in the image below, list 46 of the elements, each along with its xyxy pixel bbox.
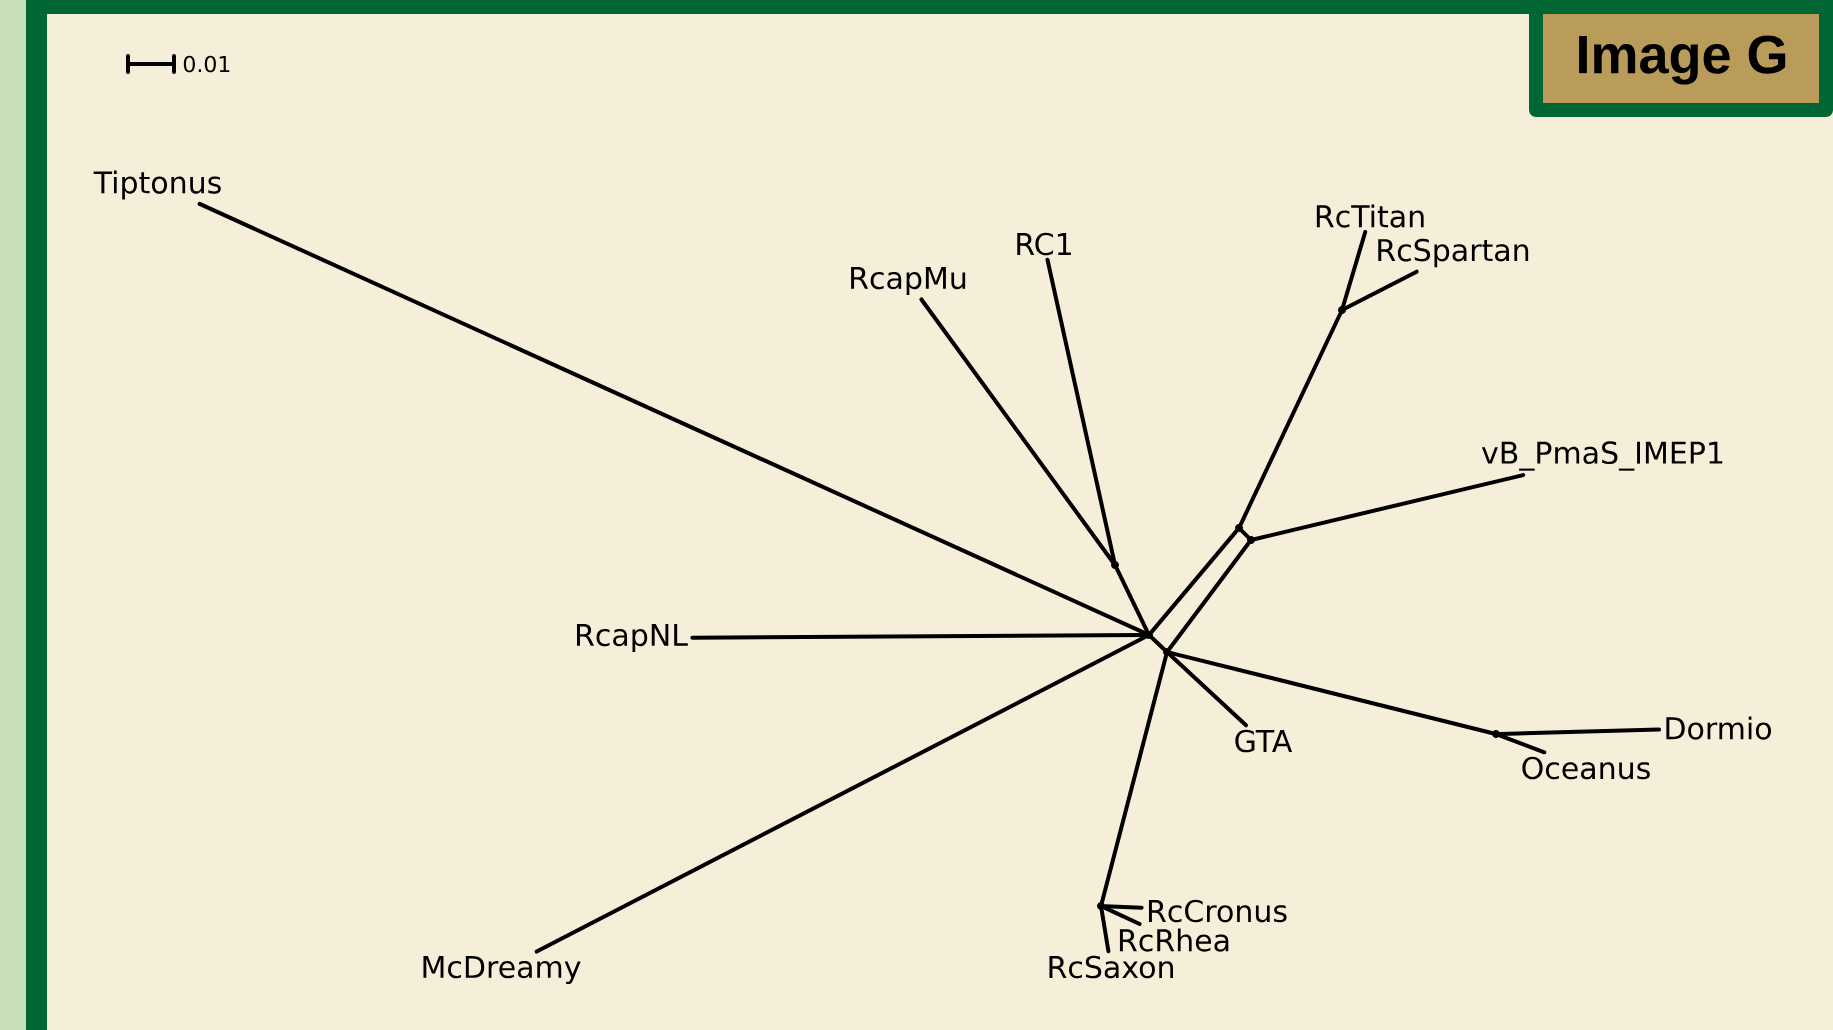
leaf-label: Tiptonus xyxy=(93,170,221,200)
leaf-label: vB_PmaS_IMEP1 xyxy=(1481,441,1723,471)
tree-branch xyxy=(1341,230,1368,308)
leaf-label: RcapMu xyxy=(851,266,966,296)
branch-point xyxy=(1145,631,1153,639)
tree-branch xyxy=(1169,651,1494,735)
leaf-label: Dormio xyxy=(1666,716,1771,740)
tree-branch xyxy=(1103,904,1144,910)
scale-label: 0.01 xyxy=(183,55,230,73)
tree-branch xyxy=(1100,654,1168,904)
leaf-label: RcTitan xyxy=(1316,204,1424,228)
tree-branch xyxy=(1253,473,1526,541)
leaf-label: RcSaxon xyxy=(1049,955,1173,979)
tree-branch xyxy=(197,201,1147,636)
leaf-label: Oceanus xyxy=(1522,756,1650,780)
branch-point xyxy=(1097,902,1105,910)
tree-branch xyxy=(1498,733,1547,755)
tree-branch xyxy=(1167,541,1251,651)
leaf-label: McDreamy xyxy=(423,955,581,985)
leaf-label: RcSpartan xyxy=(1378,238,1529,268)
tree-branch xyxy=(1498,727,1661,736)
tree-branch xyxy=(1114,566,1150,634)
tree-branch xyxy=(690,633,1147,640)
branch-point xyxy=(1163,648,1171,656)
leaf-label: RcRhea xyxy=(1119,928,1229,952)
branch-point xyxy=(1247,536,1255,544)
tree-branch xyxy=(1168,653,1249,728)
tree-branch xyxy=(1238,312,1343,527)
branch-point xyxy=(1111,561,1119,569)
title-badge: Image G xyxy=(1529,0,1833,117)
branch-point xyxy=(1492,730,1500,738)
leaf-label: RcapNL xyxy=(577,623,688,653)
tree-branch xyxy=(1343,269,1419,310)
tree-branch xyxy=(1150,636,1166,651)
branch-point xyxy=(1338,306,1346,314)
tree-branch xyxy=(919,297,1115,564)
tree-branch xyxy=(1103,905,1142,926)
leaf-label: RC1 xyxy=(1017,232,1071,256)
leaf-label: RcCronus xyxy=(1148,899,1287,923)
tree-branch xyxy=(1099,908,1111,954)
leaf-label: GTA xyxy=(1235,729,1293,753)
branch-point xyxy=(1235,524,1243,532)
tree-branch xyxy=(1045,257,1117,563)
tree-branch xyxy=(1240,529,1250,539)
tree-branch xyxy=(534,635,1148,954)
tree-branch xyxy=(1149,529,1239,634)
